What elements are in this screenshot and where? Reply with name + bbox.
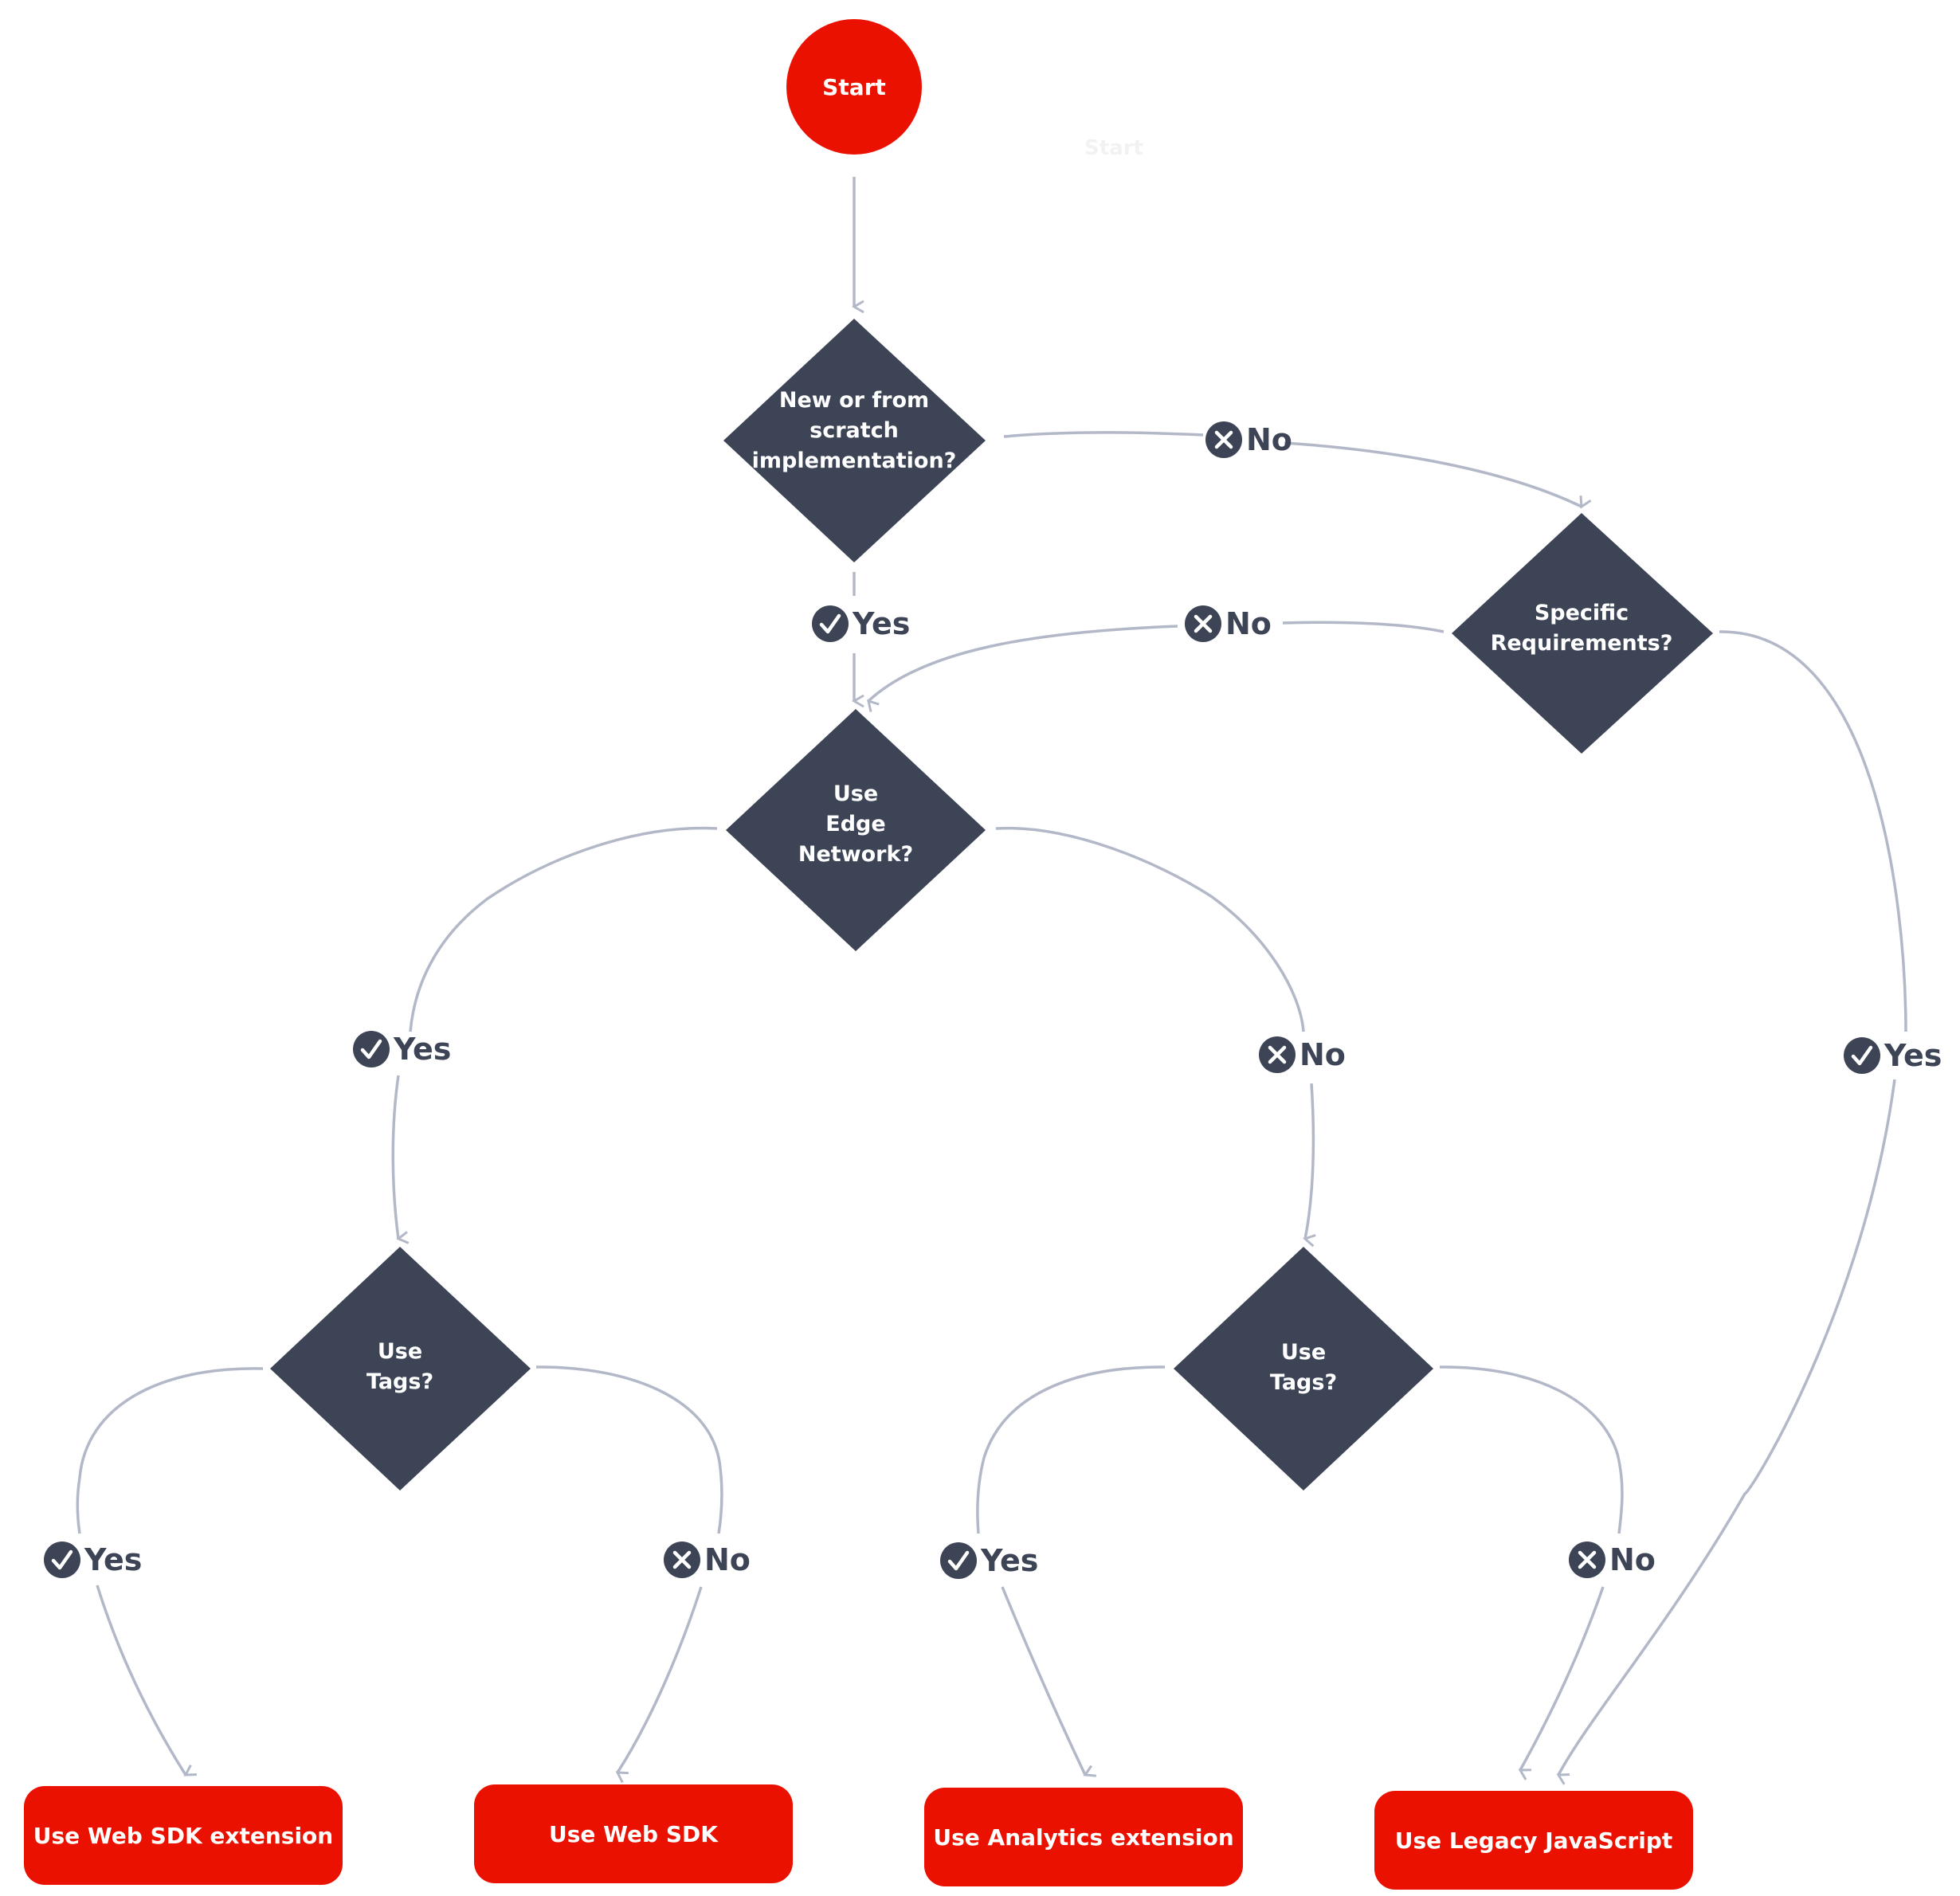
edge-tags-right-yes-a <box>976 1365 1166 1534</box>
terminal-label: Use Legacy JavaScript <box>1395 1827 1673 1854</box>
edge-scratch-no-b <box>1284 441 1592 509</box>
edge-tags-left-no-b <box>615 1586 703 1784</box>
decision-edge-network: Use Edge Network? <box>726 709 986 951</box>
check-circle-icon <box>812 605 849 642</box>
decision-text-line: Network? <box>798 842 913 867</box>
decision-text-line: Use <box>378 1339 422 1364</box>
edge-label-text: Yes <box>1884 1038 1942 1073</box>
edge-label-network-yes: Yes <box>353 1031 451 1067</box>
decision-text-line: New or from <box>779 388 929 413</box>
edge-req-yes-b <box>1556 1079 1896 1785</box>
decision-text-line: Tags? <box>367 1369 433 1394</box>
decision-text-line: Use <box>833 782 878 806</box>
edge-label-text: No <box>1246 422 1292 457</box>
start-node: Start <box>786 19 922 155</box>
terminal-label: Use Web SDK <box>549 1821 719 1847</box>
edge-label-text: Yes <box>393 1032 451 1067</box>
decision-text-line: Edge <box>825 812 885 836</box>
terminal-box <box>24 1786 343 1885</box>
edge-label-text: Yes <box>980 1543 1038 1578</box>
edge-label-req-no: No <box>1185 605 1272 642</box>
decision-text-line: Requirements? <box>1491 631 1673 656</box>
edge-label-network-no: No <box>1259 1036 1346 1073</box>
terminal-box <box>474 1784 793 1883</box>
edge-label-text: Yes <box>84 1542 142 1577</box>
edge-tags-left-no-a <box>535 1365 723 1534</box>
terminal-box <box>1374 1791 1693 1890</box>
decision-diamond <box>270 1247 531 1491</box>
edge-label-text: No <box>1299 1037 1346 1072</box>
check-circle-icon <box>1844 1037 1880 1074</box>
edge-label-scratch-no: No <box>1205 421 1292 458</box>
decision-diamond <box>1452 513 1713 754</box>
start-label: Start <box>822 74 886 100</box>
edge-tags-left-yes-b <box>96 1585 197 1777</box>
decision-tags-left: Use Tags? <box>270 1247 531 1491</box>
edge-label-text: Yes <box>852 606 910 641</box>
edge-label-tags-left-yes: Yes <box>44 1541 142 1578</box>
edge-req-no-b <box>866 625 1178 712</box>
decision-diamond <box>726 709 986 951</box>
terminal-box <box>924 1788 1243 1886</box>
edge-label-text: No <box>704 1542 751 1577</box>
edge-req-yes-a <box>1719 630 1907 1032</box>
edge-label-tags-right-no: No <box>1569 1541 1656 1578</box>
edge-tags-left-yes-a <box>76 1367 264 1534</box>
start-circle <box>786 19 922 155</box>
edge-req-no-a <box>1282 621 1445 633</box>
edge-network-yes-a <box>409 826 718 1032</box>
edge-network-no-b <box>1303 1083 1316 1248</box>
decision-text-line: Specific <box>1535 601 1629 625</box>
edge-tags-right-yes-b <box>1001 1586 1096 1777</box>
edge-network-no-a <box>995 826 1305 1032</box>
ghost-start-label: Start <box>1084 136 1143 160</box>
decision-text-line: scratch <box>809 418 899 443</box>
edge-label-tags-left-no: No <box>664 1541 751 1578</box>
check-circle-icon <box>940 1542 977 1579</box>
edge-label-tags-right-yes: Yes <box>940 1542 1038 1579</box>
decision-new-or-scratch: New or from scratch implementation? <box>723 319 986 562</box>
decision-text-line: Use <box>1281 1340 1326 1365</box>
decision-tags-right: Use Tags? <box>1174 1247 1433 1491</box>
decision-text-line: Tags? <box>1270 1370 1337 1395</box>
edge-label-text: No <box>1609 1542 1656 1577</box>
check-circle-icon <box>44 1541 80 1578</box>
edge-tags-right-no-b <box>1518 1586 1605 1780</box>
terminal-web-sdk: Use Web SDK <box>474 1784 793 1883</box>
terminal-legacy-javascript: Use Legacy JavaScript <box>1374 1791 1693 1890</box>
check-circle-icon <box>353 1031 390 1067</box>
terminal-analytics-extension: Use Analytics extension <box>924 1788 1243 1886</box>
edge-network-yes-b <box>391 1075 410 1244</box>
terminal-label: Use Web SDK extension <box>33 1823 333 1849</box>
decision-diamond <box>1174 1247 1433 1491</box>
terminal-web-sdk-extension: Use Web SDK extension <box>24 1786 343 1885</box>
edge-tags-right-no-a <box>1439 1365 1624 1534</box>
terminal-label: Use Analytics extension <box>933 1824 1233 1851</box>
edge-scratch-no-a <box>1003 431 1204 438</box>
edges <box>76 177 1907 1785</box>
decision-diamond <box>723 319 986 562</box>
decision-specific-requirements: Specific Requirements? <box>1452 513 1713 754</box>
decision-text-line: implementation? <box>752 449 957 473</box>
edge-label-text: No <box>1225 606 1272 641</box>
edge-label-req-yes: Yes <box>1844 1037 1942 1074</box>
edge-label-scratch-yes: Yes <box>812 605 910 642</box>
